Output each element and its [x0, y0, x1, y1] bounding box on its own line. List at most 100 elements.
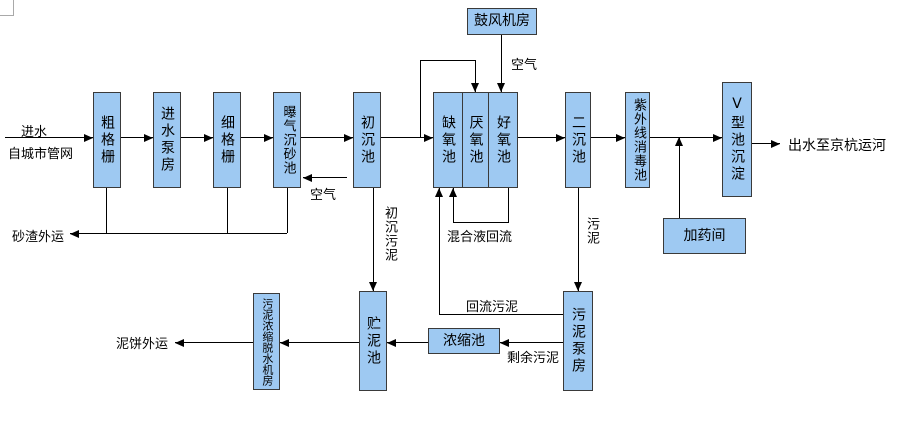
box-fine-screen-label: 细格栅 — [219, 114, 236, 166]
arrow-into-sludge-pump — [574, 282, 582, 291]
cake-out-line — [175, 342, 253, 343]
label-outflow: 出水至京杭运河 — [788, 138, 886, 154]
label-mixed-liquor-return: 混合液回流 — [447, 230, 513, 245]
thickener-to-storage-line — [387, 342, 428, 343]
box-uv-disinfection-label: 紫外线消毒池 — [630, 98, 646, 182]
label-sludge: 污泥 — [584, 217, 599, 245]
label-air-grit: 空气 — [310, 188, 337, 203]
grit-drop-coarse — [106, 188, 107, 233]
box-primary-sedimentation-label: 初沉池 — [359, 114, 376, 166]
flow-line-inflow — [5, 137, 93, 138]
label-return-sludge: 回流污泥 — [466, 300, 519, 315]
label-air-blower: 空气 — [511, 58, 538, 73]
label-primary-sludge: 初沉污泥 — [382, 206, 397, 262]
branch-line-top — [420, 60, 475, 61]
dosing-line — [679, 137, 680, 218]
arrow-into-uv — [616, 134, 625, 142]
canvas-corner-mark — [0, 0, 14, 16]
grit-drop-chamber — [287, 188, 288, 233]
grit-out-line — [70, 233, 287, 234]
flow-line-1 — [121, 137, 153, 138]
branch-line-down — [475, 60, 476, 92]
arrow-into-thickener — [500, 339, 509, 347]
label-excess-sludge: 剩余污泥 — [507, 351, 560, 366]
flow-line-5 — [381, 137, 433, 138]
arrow-into-secondary-sed — [556, 134, 565, 142]
box-secondary-sedimentation-label: 二沉池 — [570, 114, 587, 166]
arrow-air-into-aerobic — [497, 83, 505, 92]
arrow-return-sludge — [435, 188, 443, 197]
box-v-type-tank: V型池沉淀 — [722, 82, 752, 197]
box-coarse-screen: 粗格栅 — [93, 92, 121, 188]
box-dewatering-room-label: 污泥浓缩脱水机房 — [260, 297, 274, 386]
box-sludge-pump-house-label: 污泥泵房 — [570, 307, 587, 375]
arrow-outflow — [771, 140, 780, 148]
arrow-grit-out — [70, 230, 79, 238]
arrow-dosing-into-flow — [675, 137, 683, 146]
box-aerobic-tank-label: 好氧池 — [495, 114, 512, 166]
box-anoxic-tank: 缺氧池 — [433, 92, 463, 188]
arrow-into-coarse-screen — [84, 134, 93, 142]
box-sludge-pump-house: 污泥泵房 — [563, 291, 593, 391]
arrow-into-grit-chamber — [264, 134, 273, 142]
box-dewatering-room: 污泥浓缩脱水机房 — [253, 293, 280, 390]
box-secondary-sedimentation: 二沉池 — [565, 92, 591, 188]
box-sludge-storage-label: 贮泥池 — [365, 315, 382, 367]
excess-sludge-line — [500, 342, 563, 343]
box-dosing-room-label: 加药间 — [683, 227, 726, 244]
flow-line-2 — [181, 137, 213, 138]
box-inlet-pump-house-label: 进水泵房 — [159, 106, 176, 174]
label-grit-out: 砂渣外运 — [12, 230, 65, 245]
box-sludge-storage: 贮泥池 — [359, 291, 387, 391]
grit-drop-fine — [227, 188, 228, 233]
box-dosing-room: 加药间 — [663, 218, 746, 254]
box-anaerobic-tank-label: 厌氧池 — [467, 114, 484, 166]
arrow-into-anoxic — [424, 134, 433, 142]
label-inflow: 进水 — [21, 125, 48, 140]
branch-line-up — [420, 60, 421, 137]
box-aerated-grit-chamber-label: 曝气沉砂池 — [280, 105, 296, 175]
box-anoxic-tank-label: 缺氧池 — [440, 114, 457, 166]
box-blower-room: 鼓风机房 — [467, 8, 537, 35]
box-primary-sedimentation: 初沉池 — [353, 92, 381, 188]
mixed-return-up — [453, 188, 454, 222]
box-uv-disinfection: 紫外线消毒池 — [625, 92, 650, 188]
arrow-into-sludge-storage — [369, 282, 377, 291]
label-inflow-source: 自城市管网 — [8, 147, 74, 162]
box-fine-screen: 细格栅 — [213, 92, 241, 188]
box-aerated-grit-chamber: 曝气沉砂池 — [273, 92, 301, 188]
box-thickening-tank-label: 浓缩池 — [443, 332, 485, 349]
arrow-mixed-return — [449, 188, 457, 197]
arrow-into-fine-screen — [204, 134, 213, 142]
arrow-into-anaerobic-top — [471, 83, 479, 92]
grit-air-line — [303, 177, 347, 178]
arrow-into-dewatering — [280, 339, 289, 347]
arrow-into-v-tank — [713, 134, 722, 142]
arrow-into-storage-right — [387, 339, 396, 347]
blower-air-line — [501, 35, 502, 92]
flow-line-7 — [591, 137, 625, 138]
box-coarse-screen-label: 粗格栅 — [99, 114, 116, 166]
primary-sludge-line — [373, 188, 374, 291]
flow-line-4 — [301, 137, 353, 138]
box-thickening-tank: 浓缩池 — [428, 328, 500, 354]
box-v-type-tank-label: V型池沉淀 — [729, 96, 746, 183]
flow-line-6 — [518, 137, 565, 138]
box-inlet-pump-house: 进水泵房 — [153, 92, 181, 188]
return-sludge-across — [439, 314, 563, 315]
box-blower-room-label: 鼓风机房 — [474, 13, 530, 30]
mixed-return-across — [453, 222, 509, 223]
box-aerobic-tank: 好氧池 — [488, 92, 518, 188]
flow-line-8 — [650, 137, 722, 138]
sludge-down-line — [578, 188, 579, 291]
arrow-cake-out — [175, 339, 184, 347]
arrow-into-inlet-pump — [144, 134, 153, 142]
box-anaerobic-tank: 厌氧池 — [462, 92, 489, 188]
label-cake-out: 泥饼外运 — [116, 337, 169, 352]
arrow-into-primary-sed — [344, 134, 353, 142]
storage-to-dewatering-line — [280, 342, 359, 343]
arrow-air-into-grit — [303, 174, 312, 182]
flow-line-3 — [241, 137, 273, 138]
mixed-return-down — [508, 188, 509, 222]
